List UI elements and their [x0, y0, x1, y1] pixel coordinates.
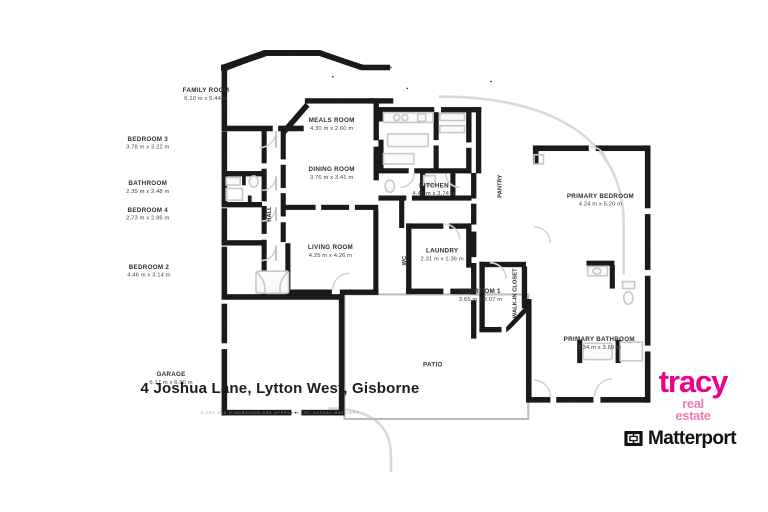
- room-label-living-room: LIVING ROOM: [308, 244, 353, 251]
- room-label-bedroom-4: BEDROOM 4: [128, 207, 169, 214]
- room-label-bedroom-2: BEDROOM 2: [129, 264, 170, 271]
- room-label-patio: PATIO: [423, 362, 443, 369]
- vertical-room-labels: HALL PANTRY WC WALK-IN CLOSET: [267, 174, 519, 318]
- room-label-bathroom: BATHROOM: [128, 180, 167, 187]
- room-dimension-bedroom-3: 3.78 m x 3.22 m: [126, 145, 169, 151]
- room-label-kitchen: KITCHEN: [419, 182, 449, 189]
- title-block: 4 Joshua Lane, Lytton West, Gisborne SIZ…: [0, 380, 560, 415]
- room-dimension-laundry: 2.31 m x 1.36 m: [421, 256, 464, 262]
- room-label-primary-bathroom: PRIMARY BATHROOM: [564, 336, 635, 343]
- bed-graphic: [255, 270, 290, 295]
- room-label-bedroom-3: BEDROOM 3: [128, 136, 169, 143]
- disclaimer-text: SIZES AND DIMENSIONS ARE APPROXIMATE, AC…: [200, 411, 360, 415]
- room-dimension-bedroom-4: 2.73 m x 2.86 m: [126, 216, 169, 222]
- room-dimension-garage: 6.17 m x 6.90 m: [149, 380, 192, 386]
- room-dimension-bedroom-2: 4.46 m x 3.14 m: [127, 273, 170, 279]
- room-dimension-primary-bathroom: 3.34 m x 3.60 m: [578, 345, 621, 351]
- fixtures: [225, 111, 644, 362]
- room-label-bedroom-1: BEDROOM 1: [460, 288, 501, 295]
- wall-markers: [223, 52, 649, 414]
- room-label-dining-room: DINING ROOM: [309, 166, 355, 173]
- room-dimension-meals-room: 4.30 m x 2.60 m: [310, 126, 353, 132]
- room-label-wc: WC: [402, 255, 408, 265]
- room-label-pantry: PANTRY: [498, 174, 504, 197]
- room-label-meals-room: MEALS ROOM: [309, 117, 355, 124]
- wall-network: [221, 50, 651, 416]
- property-address: 4 Joshua Lane, Lytton West, Gisborne: [140, 380, 420, 397]
- room-label-walk-in-closet: WALK-IN CLOSET: [513, 268, 519, 318]
- room-label-garage: GARAGE: [156, 371, 185, 378]
- room-labels: FAMILY ROOM 6.10 m x 5.44 m MEALS ROOM 4.30…: [126, 87, 635, 386]
- room-dimension-living-room: 4.25 m x 4.26 m: [309, 253, 352, 259]
- room-dimension-dining-room: 3.76 m x 3.41 m: [310, 175, 353, 181]
- matterport-cube-icon: [624, 431, 643, 447]
- agency-logo-wordmark: tracy: [658, 364, 729, 399]
- room-dimension-kitchen: 4.48 m x 3.74 m: [412, 191, 455, 197]
- matterport-wordmark: Matterport: [648, 428, 737, 450]
- room-label-family-room: FAMILY ROOM: [183, 87, 230, 94]
- branding-block: tracy real estate Matterport: [624, 364, 762, 448]
- room-dimension-bedroom-1: 3.65 m x 3.07 m: [459, 297, 502, 303]
- room-label-laundry: LAUNDRY: [426, 248, 459, 255]
- agency-logo-subline-2: estate: [675, 407, 711, 423]
- room-label-hall: HALL: [267, 206, 273, 222]
- room-label-primary-bedroom: PRIMARY BEDROOM: [567, 193, 634, 200]
- room-dimension-family-room: 6.10 m x 5.44 m: [184, 96, 227, 102]
- room-dimension-primary-bedroom: 4.24 m x 5.20 m: [579, 202, 622, 208]
- room-dimension-bathroom: 2.35 m x 2.48 m: [126, 189, 169, 195]
- door-swings: [259, 131, 613, 397]
- matterport-logo: Matterport: [624, 429, 762, 448]
- agency-logo-subline-1: real: [682, 395, 704, 411]
